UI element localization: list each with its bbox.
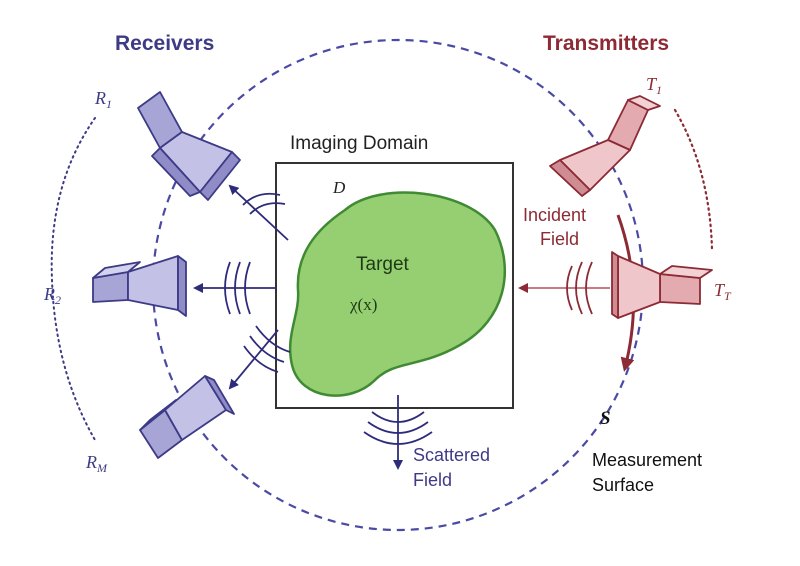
receiver-label-rm: RM xyxy=(85,452,108,475)
receivers-title: Receivers xyxy=(115,32,214,55)
scattered-label-1: Scattered xyxy=(413,445,490,465)
receiver-horn-r1 xyxy=(137,91,241,201)
transmitters-title: Transmitters xyxy=(543,32,669,55)
receiver-horn-r2 xyxy=(92,255,187,317)
measurement-label-1: Measurement xyxy=(592,450,702,470)
transmitter-horn-tt xyxy=(611,251,713,319)
receivers-dotted-arc xyxy=(50,117,96,441)
measurement-label-2: Surface xyxy=(592,475,654,495)
incident-wavefronts xyxy=(566,261,593,315)
scattered-label-2: Field xyxy=(413,470,452,490)
surface-symbol: S xyxy=(600,408,611,429)
target-shape xyxy=(288,191,507,397)
transmitter-label-t1: T1 xyxy=(646,74,662,97)
transmitters-dotted-arc xyxy=(673,108,714,252)
target-label: Target xyxy=(356,254,410,275)
incident-label-1: Incident xyxy=(523,205,586,225)
transmitter-horn-t1 xyxy=(549,95,661,197)
receiver-label-r2: R2 xyxy=(43,284,61,307)
domain-symbol: D xyxy=(332,178,346,197)
imaging-domain-title: Imaging Domain xyxy=(290,133,428,154)
chi-label: χ(x) xyxy=(349,295,377,314)
scatter-arrow-r1 xyxy=(228,184,289,241)
transmitter-label-tt: TT xyxy=(714,280,732,303)
receiver-label-r1: R1 xyxy=(94,88,112,111)
incident-label-2: Field xyxy=(540,229,579,249)
receiver-horn-rm xyxy=(139,375,235,459)
scatter-wavefronts xyxy=(224,192,433,445)
